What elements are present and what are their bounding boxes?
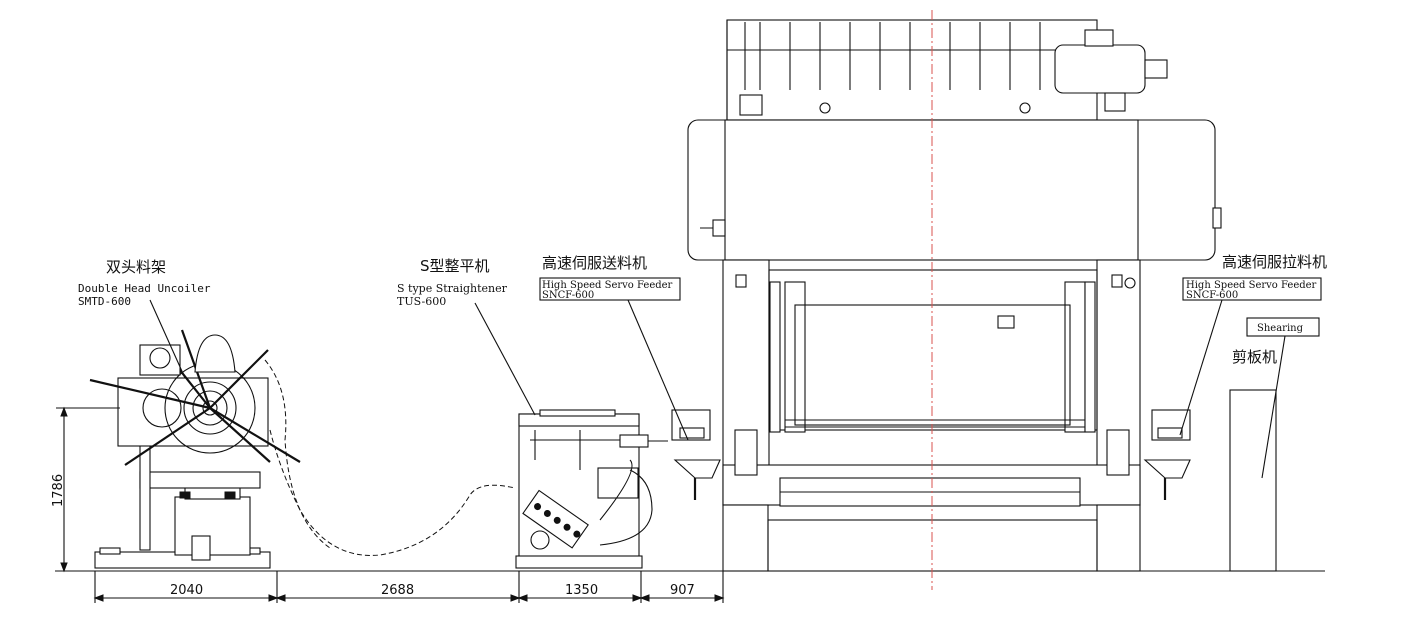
width-dimension-1: 2040 [170,583,203,598]
press-machine [671,19,1222,572]
feeder-label: 高速伺服送料机 High Speed Servo Feeder SNCF-600 [539,254,689,441]
width-dimension-2: 2688 [381,583,414,598]
puller-label-en: High Speed Servo Feeder [1186,280,1317,291]
puller-label: 高速伺服拉料机 High Speed Servo Feeder SNCF-600 [1179,253,1327,436]
width-dimension-3: 1350 [565,583,598,598]
uncoiler-machine [89,329,301,569]
straightener-label: S型整平机 S type Straightener TUS-600 [397,257,536,416]
feeder-label-en: High Speed Servo Feeder [542,280,673,291]
straightener-machine [515,409,668,569]
feeder-label-model: SNCF-600 [542,290,594,301]
width-dimensions: 2040 2688 1350 907 [93,571,725,603]
straightener-label-en: S type Straightener [397,282,508,295]
material-loop [269,429,516,556]
shearing-machine [1229,389,1277,572]
straightener-label-model: TUS-600 [397,295,446,308]
straightener-label-cn: S型整平机 [420,257,490,275]
shearing-label-en: Shearing [1257,323,1304,334]
height-dimension: 1786 [51,406,120,573]
puller-label-cn: 高速伺服拉料机 [1222,253,1327,271]
uncoiler-label-model: SMTD-600 [78,295,131,308]
feeder-label-cn: 高速伺服送料机 [542,254,647,272]
uncoiler-label: 双头料架 Double Head Uncoiler SMTD-600 [78,258,211,379]
uncoiler-label-cn: 双头料架 [106,258,166,276]
shearing-label-cn: 剪板机 [1232,348,1277,366]
puller-label-model: SNCF-600 [1186,290,1238,301]
width-dimension-4: 907 [670,583,695,598]
height-dimension-value: 1786 [51,474,66,507]
uncoiler-label-en: Double Head Uncoiler [78,282,211,295]
shearing-label: Shearing 剪板机 [1232,317,1320,479]
